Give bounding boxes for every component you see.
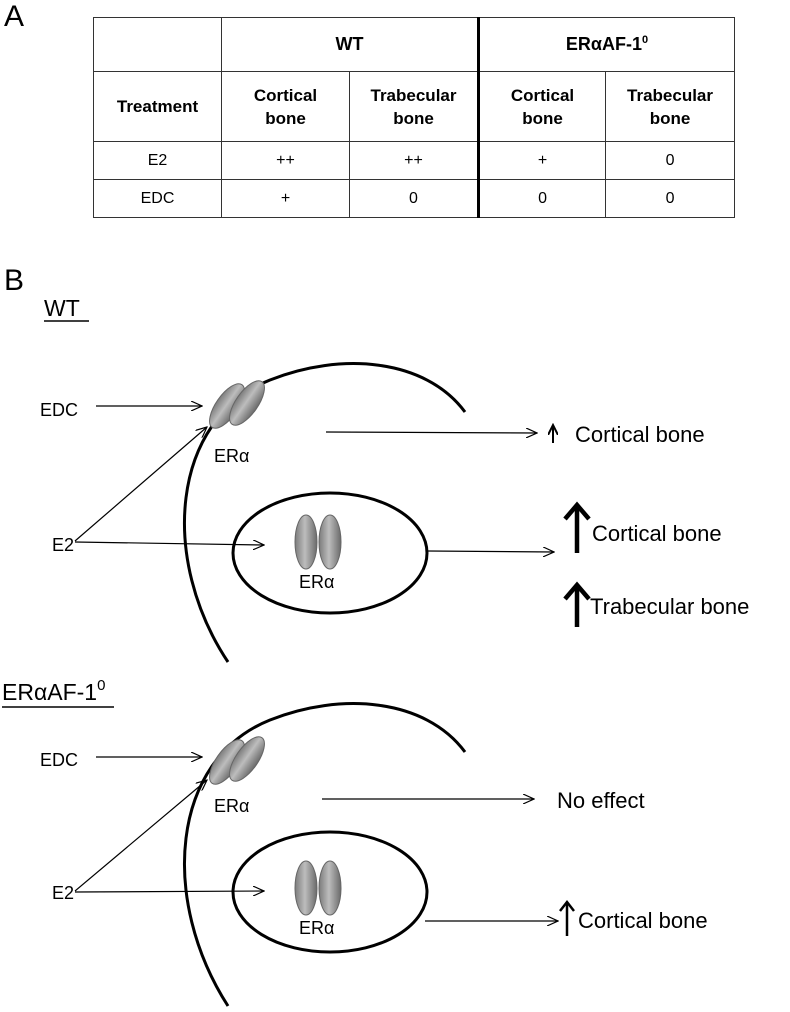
mutant-e2-membrane-arrow [74, 780, 207, 892]
panel-b-label: B [4, 264, 25, 297]
table-row: EDC + 0 0 0 [93, 179, 736, 218]
wt-nuclear-receptor [294, 514, 342, 570]
wt-nuclear-receptor-label: ERα [299, 572, 334, 592]
treatment-cell: EDC [93, 179, 222, 218]
wt-edc-label: EDC [40, 400, 78, 420]
value-cell: 0 [605, 179, 736, 218]
panel-a-label: A [4, 0, 25, 33]
wt-membrane-receptor-label: ERα [214, 446, 249, 466]
wt-title: WT [44, 295, 80, 321]
wt-nuclear-effect-arrow [427, 551, 554, 552]
mutant-edc-label: EDC [40, 750, 78, 770]
value-cell: + [221, 179, 350, 218]
wt-e2-label: E2 [52, 535, 74, 555]
mutant-membrane-effect-label: No effect [557, 788, 645, 813]
wt-nucleus [231, 491, 429, 615]
value-cell: 0 [477, 179, 607, 218]
mutant-nuclear-receptor-label: ERα [299, 918, 334, 938]
wt-membrane-receptor [209, 380, 265, 429]
mutant-nucleus [231, 830, 429, 954]
wt-nuclear-effect-label-1: Cortical bone [592, 521, 722, 546]
treatment-cell: E2 [93, 141, 222, 180]
value-cell: ++ [221, 141, 350, 180]
wt-e2-nuclear-arrow [74, 542, 264, 545]
group-header-wt: WT [220, 17, 480, 72]
mutant-cell-membrane [183, 702, 467, 1007]
treatment-header: Treatment [93, 71, 222, 142]
value-cell: + [477, 141, 607, 180]
mutant-nuclear-effect-label: Cortical bone [578, 908, 708, 933]
mutant-membrane-receptor-label: ERα [214, 796, 249, 816]
mutant-membrane-receptor [209, 736, 265, 785]
wt-nuclear-up-arrow-icon [563, 501, 591, 553]
wt-trabecular-up-arrow-icon [563, 581, 591, 627]
wt-e2-membrane-arrow [74, 427, 207, 542]
mutant-e2-label: E2 [52, 883, 74, 903]
table-row: E2 ++ ++ + 0 [93, 141, 736, 180]
value-cell: 0 [605, 141, 736, 180]
table-corner-cell [93, 17, 222, 72]
value-cell: 0 [348, 179, 480, 218]
mutant-title: ERαAF-10 [2, 677, 105, 705]
wt-nuclear-effect-label-2: Trabecular bone [590, 594, 749, 619]
value-cell: ++ [348, 141, 480, 180]
mutant-e2-nuclear-arrow [74, 891, 264, 892]
wt-membrane-effect-label: Cortical bone [575, 422, 705, 447]
wt-membrane-effect-arrow [325, 432, 537, 433]
table-group-header-row: WT ERαAF-10 [93, 17, 736, 72]
mutant-nuclear-up-arrow-icon [559, 899, 575, 936]
mutant-nuclear-receptor [294, 860, 342, 916]
